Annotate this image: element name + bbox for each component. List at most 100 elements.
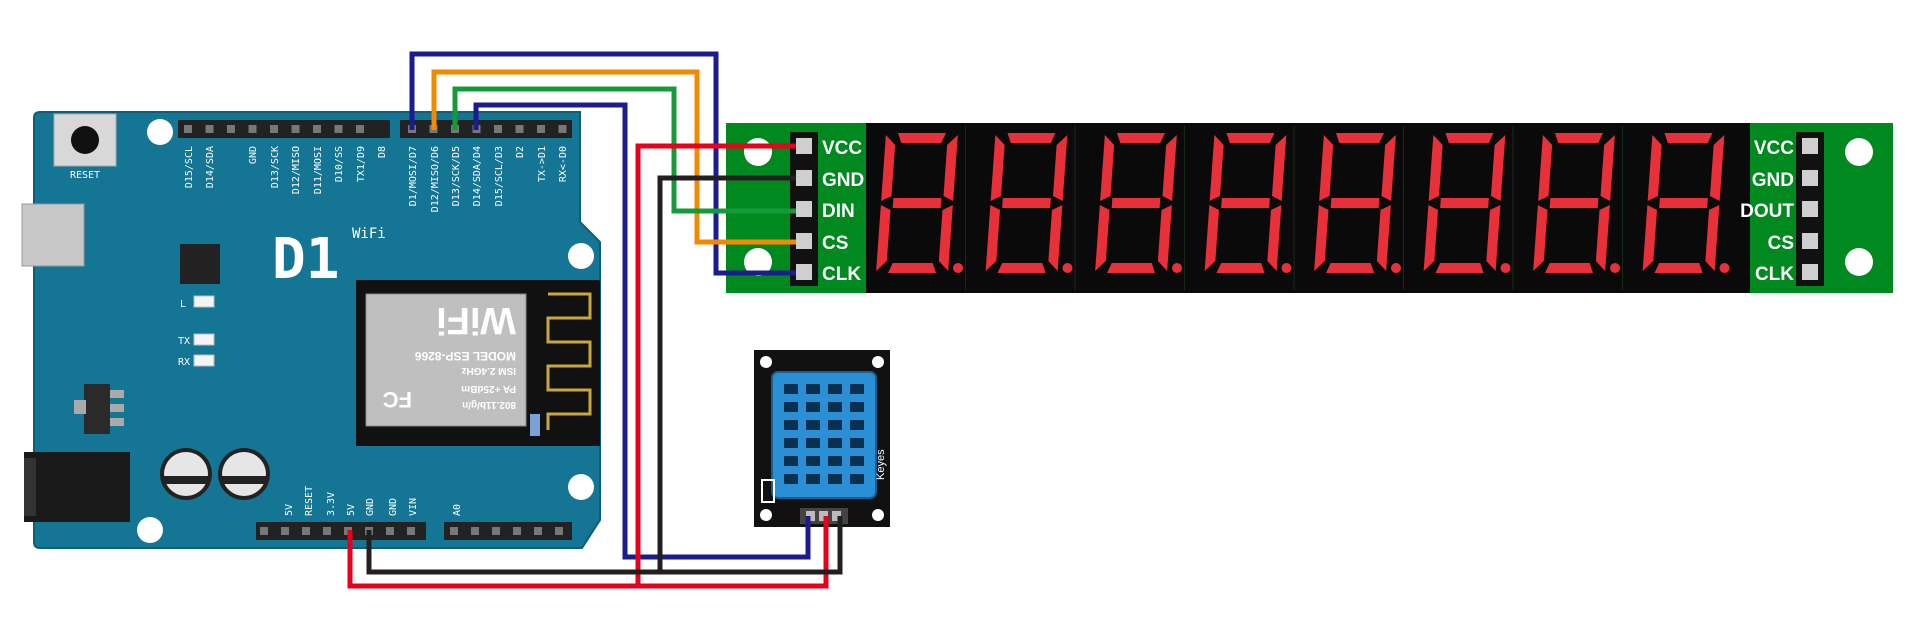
board-logo: D1 xyxy=(272,227,339,292)
sensor-vent xyxy=(850,384,864,394)
display-pin xyxy=(1802,233,1818,249)
pin-hole xyxy=(471,527,479,535)
seven-segment-digit xyxy=(876,133,963,273)
sensor-vent xyxy=(784,420,798,430)
max7219-8digit-display: VCC GND DIN CS CLK VCC GND DOUT CS CLK xyxy=(726,123,1893,293)
usb-port xyxy=(21,203,85,267)
mount-hole xyxy=(568,474,594,500)
sensor-vent xyxy=(828,420,842,430)
pin-hole xyxy=(534,527,542,535)
pin-hole xyxy=(356,125,364,133)
pin-hole xyxy=(386,527,394,535)
sensor-vent xyxy=(828,438,842,448)
sensor-vent xyxy=(806,384,820,394)
bottom-pin-label: RESET xyxy=(304,486,315,516)
wire-d7-to-clk xyxy=(409,51,796,276)
sensor-brand: Keyes xyxy=(875,449,887,480)
module-line4: MODEL ESP-8266 xyxy=(415,349,516,363)
pin-hole xyxy=(555,527,563,535)
reset-button[interactable] xyxy=(53,113,117,167)
capacitor xyxy=(160,448,212,500)
bottom-pin-label: 5V xyxy=(346,504,357,516)
pin-hole xyxy=(184,125,192,133)
top-pin-label: D13/SCK xyxy=(270,146,281,188)
decimal-point xyxy=(1500,263,1511,273)
pin-hole xyxy=(494,125,502,133)
sensor-vent xyxy=(850,474,864,484)
sensor-vent xyxy=(806,474,820,484)
reset-label: RESET xyxy=(70,170,100,181)
sensor-vent xyxy=(784,474,798,484)
decimal-point xyxy=(1281,263,1292,273)
display-pin xyxy=(1802,201,1818,217)
sensor-vent xyxy=(828,402,842,412)
display-pin-clk-left: CLK xyxy=(822,264,861,285)
module-fcc: FC xyxy=(383,387,412,412)
sensor-vent xyxy=(828,474,842,484)
seven-segment-digit xyxy=(1642,133,1730,273)
top-pin-label: D12/MISO xyxy=(291,146,302,194)
top-pin-label: D12/MISO/D6 xyxy=(430,146,441,212)
capacitor xyxy=(218,448,270,500)
led-tx-label: TX xyxy=(178,336,190,347)
mount-hole xyxy=(1845,138,1873,166)
sensor-vent xyxy=(806,456,820,466)
display-pin xyxy=(796,170,812,186)
sensor-vent xyxy=(784,402,798,412)
mount-hole xyxy=(1845,248,1873,276)
voltage-regulator xyxy=(74,384,124,434)
decimal-point xyxy=(1610,263,1620,273)
top-header-left xyxy=(178,120,390,138)
display-pin-cs-right: CS xyxy=(1768,233,1794,254)
bottom-pin-label: A0 xyxy=(452,504,463,516)
wiring xyxy=(347,51,843,589)
board-logo-sub: WiFi xyxy=(352,226,386,242)
pin-hole xyxy=(270,125,278,133)
ic-chip xyxy=(180,244,220,284)
wire-gnd-to-sensor xyxy=(366,516,843,575)
top-pin-label: GND xyxy=(248,146,259,164)
display-pin xyxy=(1802,264,1818,280)
top-pin-label: D11/MOSI xyxy=(313,146,324,194)
top-pin-label: D2 xyxy=(515,146,526,158)
display-pin xyxy=(796,264,812,280)
mount-hole xyxy=(147,119,173,145)
sensor-vent xyxy=(850,402,864,412)
wemos-d1-board: RESET L TX RX xyxy=(21,111,601,549)
decimal-point xyxy=(1062,263,1073,273)
top-pin-label: D13/SCK/D5 xyxy=(451,146,462,206)
pin-hole xyxy=(558,125,567,133)
bottom-pin-label: VIN xyxy=(408,498,419,516)
sensor-vent xyxy=(850,420,864,430)
pin-hole xyxy=(537,125,545,133)
display-pin xyxy=(1802,170,1818,186)
display-pin-dout: DOUT xyxy=(1740,201,1794,222)
seven-segment-digit xyxy=(1204,133,1292,273)
module-line1: 802.11b/g/n xyxy=(462,399,516,410)
sensor-vent xyxy=(784,438,798,448)
display-pin xyxy=(796,138,812,154)
pin-hole xyxy=(248,125,257,133)
top-pin-label: D10/SS xyxy=(334,146,345,182)
top-pin-label: D15/SCL/D3 xyxy=(494,146,505,206)
pin-hole xyxy=(513,527,521,535)
top-pin-label: D14/SDA xyxy=(205,146,216,188)
seven-segment-digit xyxy=(1314,133,1401,273)
bottom-header-left xyxy=(256,522,426,540)
sensor-vent xyxy=(828,456,842,466)
decimal-point xyxy=(1391,263,1401,273)
bottom-pin-label: 5V xyxy=(284,504,295,516)
display-pin xyxy=(796,233,812,249)
bottom-pin-label: GND xyxy=(365,498,376,516)
top-header-right xyxy=(400,120,572,138)
top-pin-label: RX<-D0 xyxy=(558,146,569,182)
pin-hole xyxy=(407,527,415,535)
mount-hole xyxy=(744,248,772,276)
top-pin-label: D14/SDA/D4 xyxy=(472,146,483,206)
led-tx xyxy=(193,333,215,346)
decimal-point xyxy=(1172,263,1182,273)
pin-hole xyxy=(515,125,524,133)
display-pin-din: DIN xyxy=(822,201,855,222)
module-brand: WiFi xyxy=(436,299,516,341)
